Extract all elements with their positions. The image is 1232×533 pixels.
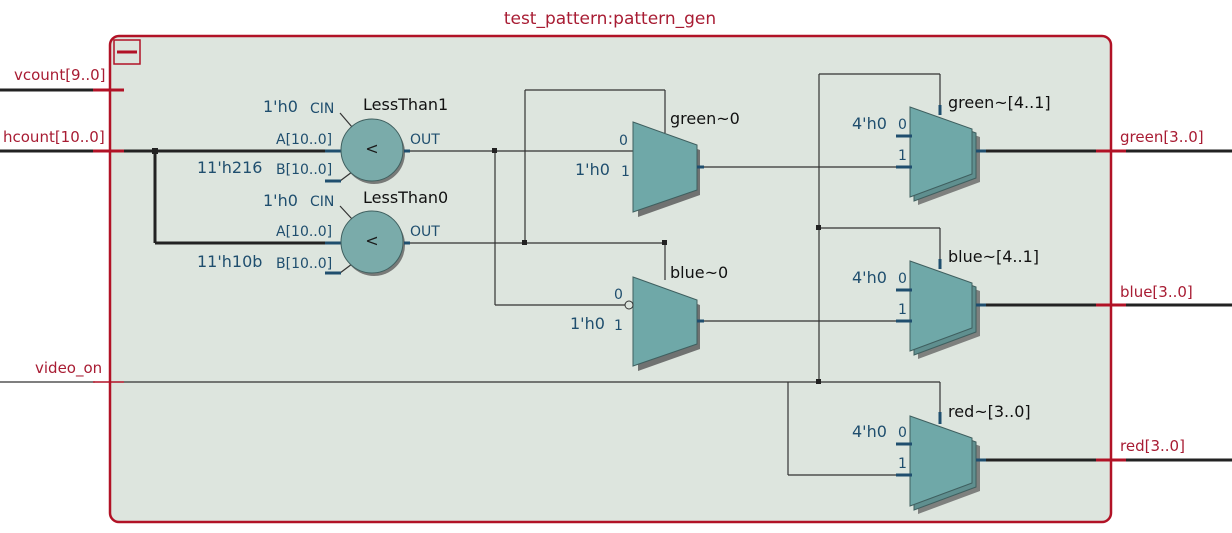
output-port-blue[interactable]: blue[3..0]: [985, 283, 1232, 307]
comparator-lessthan1[interactable]: < LessThan1 1'h0 CIN A[10..0] 11'h216 B[…: [197, 95, 448, 184]
comparator-name: LessThan0: [363, 188, 448, 207]
mux-in0-label: 0: [619, 133, 628, 149]
wires: [124, 73, 941, 476]
b-port: B[10..0]: [276, 256, 332, 272]
mux-name: green~[4..1]: [948, 93, 1051, 112]
module-title: test_pattern:pattern_gen: [504, 9, 716, 29]
cin-const: 1'h0: [263, 97, 298, 116]
comparator-name: LessThan1: [363, 95, 448, 114]
mux-red30[interactable]: red~[3..0] 0 1 4'h0: [852, 402, 1031, 514]
input-port-video-on[interactable]: video_on: [0, 359, 124, 383]
comparator-symbol: <: [365, 231, 378, 250]
mux-in0-label: 0: [898, 117, 907, 133]
vcount-label: vcount[9..0]: [14, 66, 106, 84]
mux-const0: 4'h0: [852, 114, 887, 133]
comparator-symbol: <: [365, 139, 378, 158]
a-port: A[10..0]: [276, 132, 332, 148]
input-port-vcount[interactable]: vcount[9..0]: [0, 66, 124, 92]
cin-port: CIN: [310, 101, 334, 117]
b-const: 11'h216: [197, 158, 262, 177]
mux-name: blue~[4..1]: [948, 247, 1039, 266]
mux-const0: 4'h0: [852, 422, 887, 441]
mux-in1-label: 1: [621, 164, 630, 180]
red-out-label: red[3..0]: [1120, 437, 1185, 455]
video-on-label: video_on: [35, 359, 102, 378]
cin-const: 1'h0: [263, 191, 298, 210]
comparator-lessthan0[interactable]: < LessThan0 1'h0 CIN A[10..0] 11'h10b B[…: [197, 188, 448, 276]
mux-in1-label: 1: [898, 456, 907, 472]
mux-const1: 1'h0: [575, 160, 610, 179]
mux-blue41[interactable]: blue~[4..1] 0 1 4'h0: [852, 247, 1039, 359]
mux-blue0[interactable]: blue~0 0 1 1'h0: [570, 263, 728, 371]
mux-in1-label: 1: [898, 148, 907, 164]
hcount-label: hcount[10..0]: [3, 128, 105, 146]
mux-name: green~0: [670, 109, 740, 128]
a-port: A[10..0]: [276, 224, 332, 240]
b-port: B[10..0]: [276, 162, 332, 178]
mux-name: red~[3..0]: [948, 402, 1031, 421]
blue-out-label: blue[3..0]: [1120, 283, 1193, 301]
mux-in0-label: 0: [898, 425, 907, 441]
mux-const1: 1'h0: [570, 314, 605, 333]
out-port: OUT: [410, 132, 440, 148]
output-port-red[interactable]: red[3..0]: [985, 437, 1232, 462]
mux-in1-label: 1: [614, 318, 623, 334]
mux-green41[interactable]: green~[4..1] 0 1 4'h0: [852, 93, 1051, 205]
input-port-hcount[interactable]: hcount[10..0]: [0, 128, 124, 153]
mux-in0-label: 0: [898, 271, 907, 287]
collapse-button[interactable]: [113, 39, 141, 65]
mux-in1-label: 1: [898, 302, 907, 318]
cin-port: CIN: [310, 194, 334, 210]
b-const: 11'h10b: [197, 252, 262, 271]
green-out-label: green[3..0]: [1120, 128, 1204, 146]
out-port: OUT: [410, 224, 440, 240]
mux-in0-label: 0: [614, 287, 623, 303]
output-port-green[interactable]: green[3..0]: [985, 128, 1232, 153]
mux-const0: 4'h0: [852, 268, 887, 287]
mux-name: blue~0: [670, 263, 728, 282]
mux-green0[interactable]: green~0 0 1 1'h0: [575, 109, 740, 217]
